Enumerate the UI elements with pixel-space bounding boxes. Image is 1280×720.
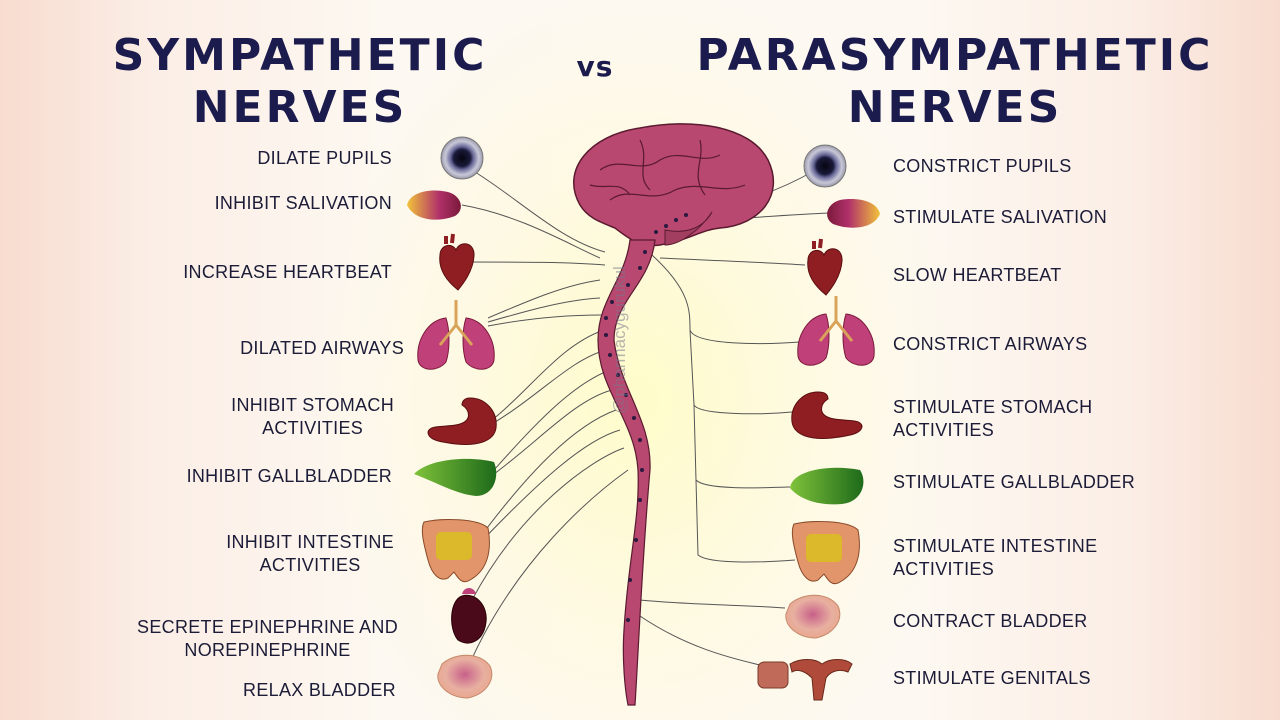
intestine-icon-right [791, 521, 860, 585]
parasympathetic-title: PARASYMPATHETIC NERVES [660, 30, 1250, 134]
salivary-gland-icon-left [407, 190, 461, 220]
lungs-icon-left [417, 300, 495, 370]
heart-icon-right [807, 238, 843, 296]
sympathetic-effect-bladder: RELAX BLADDER [243, 680, 396, 700]
eye-icon-left [440, 136, 484, 180]
spinal-ganglia [604, 213, 688, 622]
parasympathetic-effect-gallbladder: STIMULATE GALLBLADDER [893, 472, 1136, 492]
sympathetic-effect-heartbeat: INCREASE HEARTBEAT [183, 262, 392, 282]
heart-icon-left [439, 233, 475, 291]
vs-label: vs [576, 50, 614, 83]
parasympathetic-effect-pupils: CONSTRICT PUPILS [893, 156, 1072, 176]
intestine-icon-left [421, 519, 490, 583]
salivary-gland-icon-right [827, 199, 880, 228]
parasympathetic-title-line2: NERVES [847, 82, 1063, 133]
sympathetic-effect-airways: DILATED AIRWAYS [240, 338, 404, 358]
parasympathetic-title-line1: PARASYMPATHETIC [696, 30, 1214, 81]
sympathetic-effect-stomach: INHIBIT STOMACH ACTIVITIES [231, 395, 394, 438]
eye-icon-right [803, 144, 847, 188]
stomach-icon-left [427, 397, 497, 445]
sympathetic-title: SYMPATHETIC NERVES [80, 30, 520, 134]
bladder-icon-left [437, 654, 493, 699]
sympathetic-effect-gallbladder: INHIBIT GALLBLADDER [186, 466, 392, 486]
sympathetic-effect-intestine: INHIBIT INTESTINE ACTIVITIES [226, 532, 394, 575]
parasympathetic-effect-airways: CONSTRICT AIRWAYS [893, 334, 1088, 354]
sympathetic-effect-pupils: DILATE PUPILS [257, 148, 392, 168]
parasympathetic-effect-bladder: CONTRACT BLADDER [893, 611, 1088, 631]
adrenal-kidney-icon-left [451, 588, 487, 644]
sympathetic-title-line1: SYMPATHETIC [112, 30, 488, 81]
stomach-icon-right [791, 391, 863, 439]
watermark: @pharmacygurukul [610, 266, 629, 414]
parasympathetic-effect-stomach: STIMULATE STOMACH ACTIVITIES [893, 397, 1093, 440]
parasympathetic-effect-intestine: STIMULATE INTESTINE ACTIVITIES [893, 536, 1098, 579]
parasympathetic-effect-salivation: STIMULATE SALIVATION [893, 207, 1108, 227]
parasympathetic-effect-genitals: STIMULATE GENITALS [893, 668, 1091, 688]
gallbladder-icon-right [790, 467, 864, 505]
sympathetic-effect-epinephrine: SECRETE EPINEPHRINE AND NOREPINEPHRINE [137, 617, 398, 660]
sympathetic-effect-salivation: INHIBIT SALIVATION [214, 193, 392, 213]
bladder-icon-right [785, 594, 841, 639]
spinal-cord [597, 239, 656, 706]
brain-illustration [573, 123, 775, 247]
gallbladder-icon-left [414, 458, 497, 496]
genitals-icon-right [757, 659, 853, 701]
sympathetic-nerve-lines [461, 171, 629, 683]
sympathetic-title-line2: NERVES [192, 82, 408, 133]
lungs-icon-right [797, 296, 875, 366]
parasympathetic-effect-heartbeat: SLOW HEARTBEAT [893, 265, 1062, 285]
